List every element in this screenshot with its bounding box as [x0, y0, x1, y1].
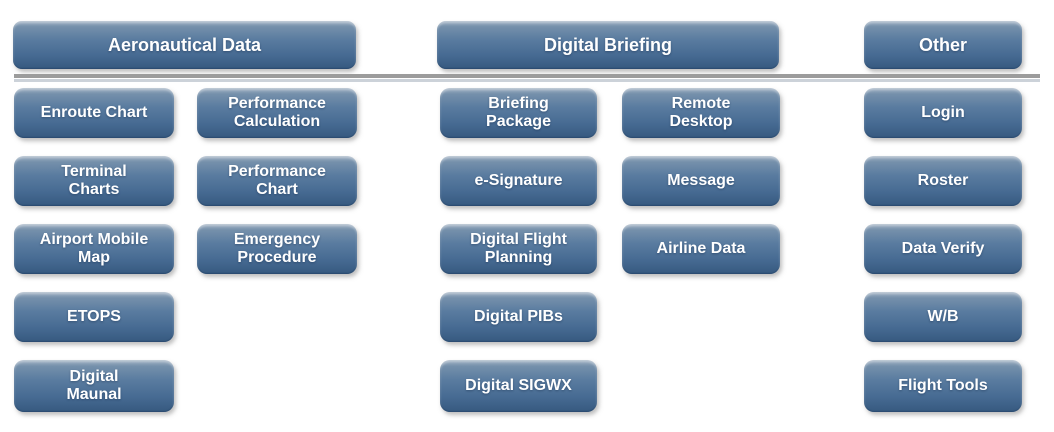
- section-header-digital-briefing[interactable]: Digital Briefing: [437, 21, 779, 69]
- button-digital-maunal[interactable]: Digital Maunal: [14, 360, 174, 412]
- button-performance-chart[interactable]: Performance Chart: [197, 156, 357, 206]
- button-performance-calculation[interactable]: Performance Calculation: [197, 88, 357, 138]
- button-e-signature[interactable]: e-Signature: [440, 156, 597, 206]
- button-digital-flight-planning[interactable]: Digital Flight Planning: [440, 224, 597, 274]
- button-message[interactable]: Message: [622, 156, 780, 206]
- section-header-other[interactable]: Other: [864, 21, 1022, 69]
- button-digital-pibs[interactable]: Digital PIBs: [440, 292, 597, 342]
- divider-line-highlight: [14, 79, 1040, 82]
- button-data-verify[interactable]: Data Verify: [864, 224, 1022, 274]
- section-header-aeronautical-data[interactable]: Aeronautical Data: [13, 21, 356, 69]
- button-terminal-charts[interactable]: Terminal Charts: [14, 156, 174, 206]
- button-airport-mobile-map[interactable]: Airport Mobile Map: [14, 224, 174, 274]
- button-flight-tools[interactable]: Flight Tools: [864, 360, 1022, 412]
- button-enroute-chart[interactable]: Enroute Chart: [14, 88, 174, 138]
- button-digital-sigwx[interactable]: Digital SIGWX: [440, 360, 597, 412]
- button-airline-data[interactable]: Airline Data: [622, 224, 780, 274]
- divider-line: [14, 74, 1040, 78]
- button-etops[interactable]: ETOPS: [14, 292, 174, 342]
- button-briefing-package[interactable]: Briefing Package: [440, 88, 597, 138]
- button-remote-desktop[interactable]: Remote Desktop: [622, 88, 780, 138]
- button-roster[interactable]: Roster: [864, 156, 1022, 206]
- button-emergency-procedure[interactable]: Emergency Procedure: [197, 224, 357, 274]
- button-login[interactable]: Login: [864, 88, 1022, 138]
- button-wb[interactable]: W/B: [864, 292, 1022, 342]
